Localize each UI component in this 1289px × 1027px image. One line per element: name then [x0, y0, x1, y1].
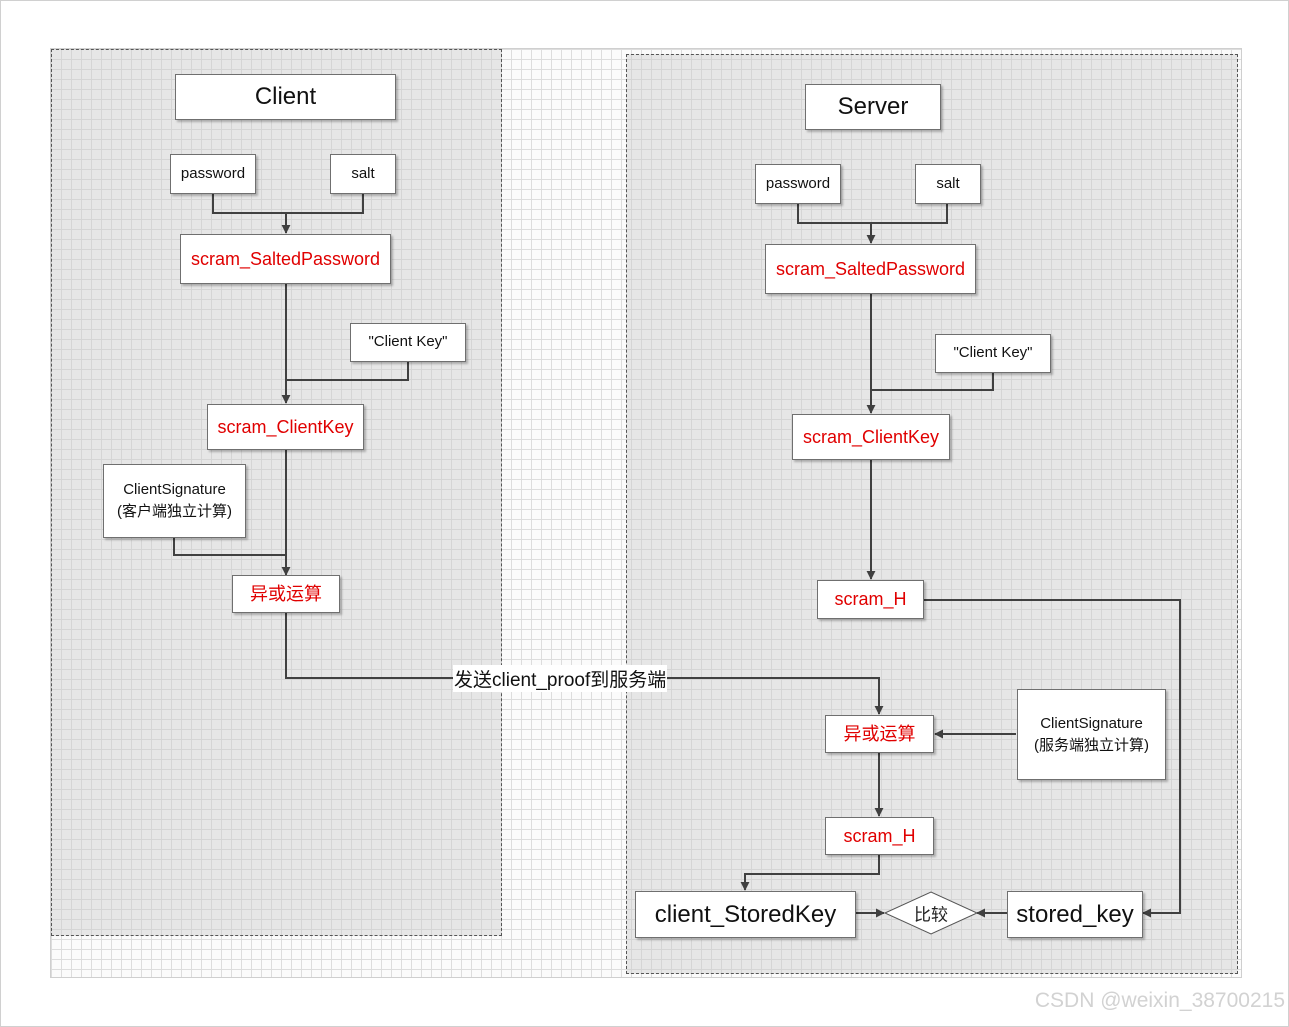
client-clientkey-box: scram_ClientKey — [207, 404, 364, 450]
client-title-box: Client — [175, 74, 396, 120]
server-hash-bottom-box: scram_H — [825, 817, 934, 855]
client-xor-label: 异或运算 — [250, 583, 322, 604]
client-signature-line1: ClientSignature — [123, 481, 226, 498]
server-signature-box: ClientSignature (服务端独立计算) — [1017, 689, 1166, 780]
client-password-box: password — [170, 154, 256, 194]
server-xor-label: 异或运算 — [843, 723, 916, 744]
server-xor-box: 异或运算 — [825, 715, 934, 753]
server-salt-box: salt — [915, 164, 981, 204]
server-salt-label: salt — [936, 174, 960, 192]
connector-server-keyconst-to-clientkey — [871, 372, 994, 391]
server-clientkey-label: scram_ClientKey — [802, 426, 940, 447]
connector-client-signature-to-xor — [173, 537, 286, 556]
send-client-proof-label: 发送client_proof到服务端 — [453, 665, 668, 692]
stored-key-label: stored_key — [1016, 900, 1134, 928]
connector-client-password-to-salted — [212, 193, 286, 214]
client-salted-password-label: scram_SaltedPassword — [190, 248, 381, 269]
connector-server-salt-to-salted — [871, 203, 948, 224]
server-signature-line2: (服务端独立计算) — [1034, 736, 1149, 754]
client-key-constant-box: "Client Key" — [350, 323, 466, 362]
connector-server-password-to-salted — [797, 203, 871, 224]
server-clientkey-box: scram_ClientKey — [792, 414, 950, 460]
client-password-label: password — [180, 164, 246, 182]
server-hash-top-label: scram_H — [834, 589, 907, 610]
server-salted-password-label: scram_SaltedPassword — [775, 258, 966, 279]
server-key-constant-box: "Client Key" — [935, 334, 1051, 373]
client-stored-key-label: client_StoredKey — [654, 900, 837, 928]
server-password-box: password — [755, 164, 841, 204]
server-hash-top-box: scram_H — [817, 580, 924, 619]
connector-client-salt-to-salted — [286, 193, 364, 214]
stored-key-box: stored_key — [1007, 891, 1143, 938]
server-key-constant-label: "Client Key" — [953, 344, 1033, 362]
server-signature-line1: ClientSignature — [1040, 714, 1143, 732]
client-xor-box: 异或运算 — [232, 575, 340, 613]
server-salted-password-box: scram_SaltedPassword — [765, 244, 976, 294]
server-title-box: Server — [805, 84, 941, 130]
compare-label: 比较 — [914, 905, 948, 925]
server-password-label: password — [765, 174, 831, 192]
client-clientkey-label: scram_ClientKey — [217, 416, 354, 437]
client-salted-password-box: scram_SaltedPassword — [180, 234, 391, 284]
connector-server-hash-to-storedkey — [923, 599, 1181, 918]
connector-server-hash-to-clientstoredkey — [740, 854, 880, 891]
watermark: CSDN @weixin_38700215 — [1034, 989, 1285, 1012]
client-key-constant-label: "Client Key" — [368, 333, 448, 351]
server-title: Server — [837, 93, 909, 120]
client-title: Client — [254, 83, 317, 110]
connector-client-proof-to-server-xor — [285, 612, 884, 715]
client-signature-box: ClientSignature (客户端独立计算) — [103, 464, 246, 538]
client-salt-box: salt — [330, 154, 396, 194]
client-salt-label: salt — [351, 164, 375, 182]
diagram-canvas — [50, 48, 1242, 978]
server-hash-bottom-label: scram_H — [843, 825, 916, 846]
client-signature-line2: (客户端独立计算) — [117, 503, 232, 520]
client-stored-key-box: client_StoredKey — [635, 891, 856, 938]
compare-decision-shape — [883, 891, 979, 935]
connector-client-keyconst-to-clientkey — [286, 361, 409, 381]
